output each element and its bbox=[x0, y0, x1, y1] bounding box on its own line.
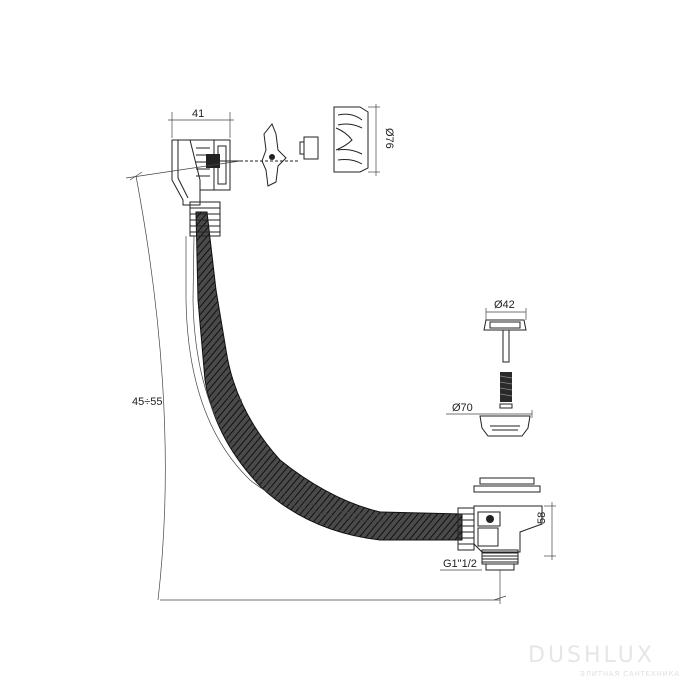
dim-plug-top-diameter-label: Ø42 bbox=[494, 299, 515, 311]
dim-thread-label: G1"1/2 bbox=[443, 558, 477, 570]
overflow-assembly bbox=[171, 106, 369, 206]
dim-height-range-label: 45÷55 bbox=[132, 396, 163, 408]
dim-overflow-diameter-label: Ø76 bbox=[383, 128, 395, 149]
dim-plug-base-diameter-label: Ø70 bbox=[452, 402, 473, 414]
drain-body bbox=[457, 505, 543, 571]
watermark-brand: DUSHLUX bbox=[528, 643, 655, 668]
watermark-tagline: ЭЛИТНАЯ САНТЕХНИКА bbox=[580, 670, 680, 678]
dim-drain-height-label: 58 bbox=[536, 512, 548, 524]
flexible-hose bbox=[185, 201, 463, 541]
dim-width-top-label: 41 bbox=[192, 108, 204, 120]
plug-exploded bbox=[473, 319, 541, 493]
brand-watermark: DUSHLUX ЭЛИТНАЯ САНТЕХНИКА bbox=[528, 643, 680, 678]
dimension-lines bbox=[125, 104, 556, 604]
